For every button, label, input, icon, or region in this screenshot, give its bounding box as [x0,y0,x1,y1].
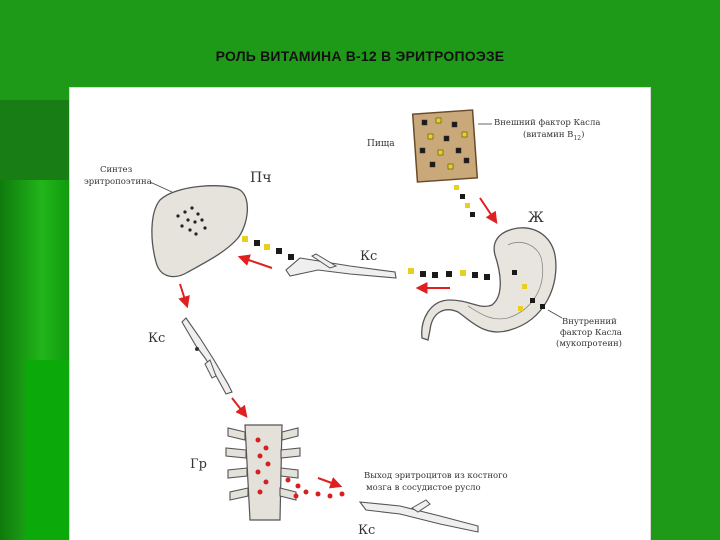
blood-vessel-bottom [358,499,479,533]
stomach-label: Ж [528,210,544,226]
blood-label-left: Кс [148,331,165,346]
exit-line1: Выход эритроцитов из костного [364,471,508,481]
liver-label: Пч [250,170,271,186]
synthesis-line1: Синтез [100,165,133,175]
arrow-liver-down [178,283,190,309]
vitamin-particles-to-liver [242,236,294,260]
food-block [411,109,479,183]
blood-label-bottom: Кс [358,523,375,538]
castle-external-line2: (витамин В12) [523,129,584,142]
castle-internal-line2: фактор Касла [560,328,622,338]
arrow-food-to-stomach [479,197,498,224]
slide-title: РОЛЬ ВИТАМИНА В-12 В ЭРИТРОПОЭЗЕ [215,48,505,64]
vitamin-particles-absorbed [408,268,490,280]
erythrocytes-exit [285,477,345,499]
bone-marrow [225,424,301,521]
blood-vessel-left [181,317,233,395]
leader-line [547,309,563,319]
stomach [421,227,557,341]
arrow-vessel-to-liver [237,254,273,269]
bone-label: Гр [190,457,207,472]
background-strip [25,360,70,540]
synthesis-line2: эритропоэтина [84,177,152,187]
vitamin-particles-falling [454,185,475,217]
food-label: Пища [367,139,395,149]
vitamin-particles-food [419,117,470,170]
diagram-panel [70,88,650,540]
arrow-exit-marrow [317,477,343,489]
leader-line [149,181,173,193]
blood-vessel-top [285,253,397,279]
liver [151,185,248,278]
castle-internal-line3: (мукопротеин) [556,338,622,349]
castle-external-line1: Внешний фактор Касла [494,118,600,128]
blood-label-top: Кс [360,249,377,264]
arrow-vessel-to-bone [231,397,248,418]
exit-line2: мозга в сосудистое русло [366,483,481,493]
castle-internal-line1: Внутренний [562,317,617,327]
